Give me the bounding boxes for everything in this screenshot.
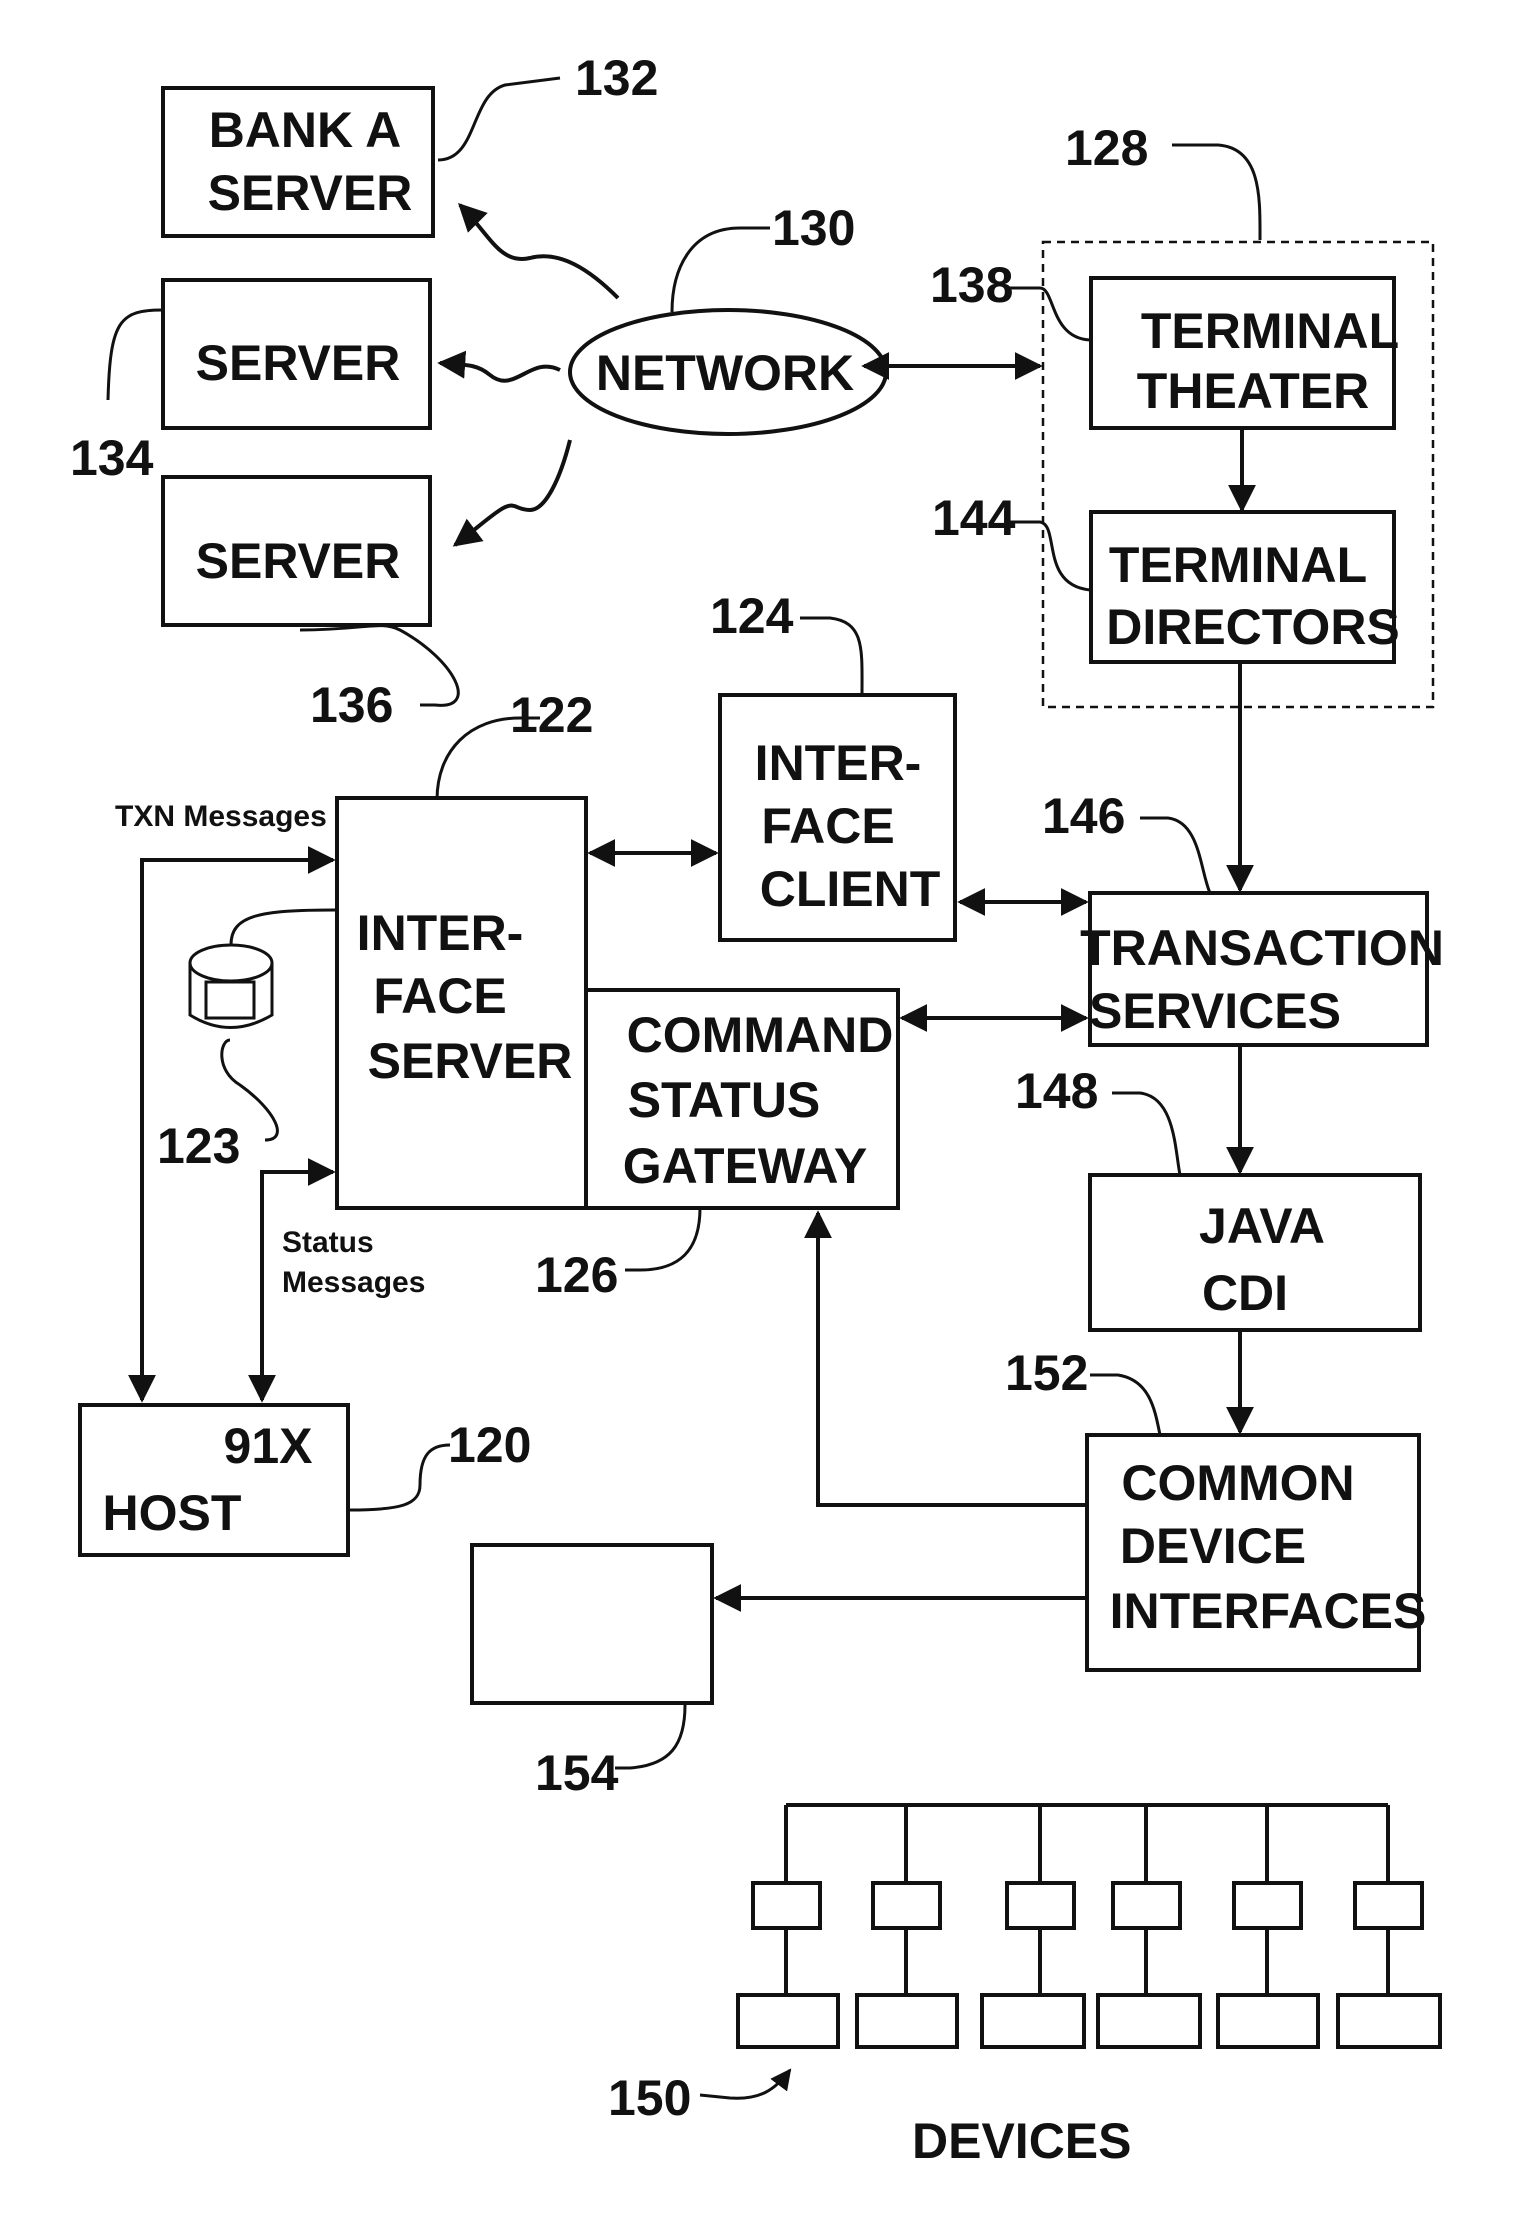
ref-134: 134 — [70, 430, 154, 486]
csg-line1: COMMAND — [627, 1007, 894, 1063]
cdi-line3: INTERFACES — [1110, 1583, 1427, 1639]
server-134-label: SERVER — [196, 335, 401, 391]
terminal-directors-line2: DIRECTORS — [1106, 599, 1400, 655]
bank-a-server-box: BANK A SERVER — [163, 88, 433, 236]
network-ellipse: NETWORK — [570, 310, 886, 434]
java-cdi-line2: CDI — [1202, 1265, 1288, 1321]
ref-154: 154 — [535, 1745, 619, 1801]
terminal-theater-box: TERMINAL THEATER — [1091, 278, 1399, 428]
ref-146: 146 — [1042, 788, 1125, 844]
interface-client-line3: CLIENT — [760, 861, 941, 917]
device-4 — [1098, 1995, 1200, 2047]
devices-group — [738, 1805, 1440, 2047]
common-device-interfaces-box: COMMON DEVICE INTERFACES — [1087, 1435, 1426, 1670]
device-node-1 — [753, 1883, 820, 1928]
device-6 — [1338, 1995, 1440, 2047]
device-2 — [857, 1995, 957, 2047]
server-134-box: SERVER — [163, 280, 430, 428]
ref-132: 132 — [575, 50, 658, 106]
terminal-directors-line1: TERMINAL — [1109, 537, 1367, 593]
ref-152: 152 — [1005, 1345, 1088, 1401]
bank-a-server-line1: BANK A — [209, 102, 402, 158]
device-node-4 — [1113, 1883, 1180, 1928]
device-node-2 — [873, 1883, 940, 1928]
terminal-directors-box: TERMINAL DIRECTORS — [1091, 512, 1400, 662]
java-cdi-line1: JAVA — [1199, 1198, 1325, 1254]
host-box: 91X HOST — [80, 1405, 348, 1555]
network-label: NETWORK — [596, 345, 854, 401]
database-connector — [231, 910, 335, 945]
ref-120: 120 — [448, 1417, 531, 1473]
terminal-theater-line2: THEATER — [1137, 363, 1369, 419]
ref-126: 126 — [535, 1247, 618, 1303]
display-box-154 — [472, 1545, 712, 1703]
ref-122: 122 — [510, 687, 593, 743]
command-status-gateway-box: COMMAND STATUS GATEWAY — [586, 990, 898, 1208]
cdi-line2: DEVICE — [1120, 1518, 1306, 1574]
ref-123: 123 — [157, 1118, 240, 1174]
messages-label: Messages — [282, 1266, 425, 1299]
terminal-theater-line1: TERMINAL — [1141, 303, 1399, 359]
csg-line2: STATUS — [628, 1072, 821, 1128]
ref-124: 124 — [710, 588, 794, 644]
transaction-services-box: TRANSACTION SERVICES — [1080, 893, 1444, 1045]
interface-client-line2: FACE — [761, 798, 894, 854]
device-node-6 — [1355, 1883, 1422, 1928]
ref-144: 144 — [932, 490, 1016, 546]
database-icon — [190, 945, 272, 1028]
transaction-services-line1: TRANSACTION — [1080, 920, 1444, 976]
ref-150: 150 — [608, 2070, 691, 2126]
transaction-services-line2: SERVICES — [1089, 983, 1341, 1039]
device-3 — [982, 1995, 1084, 2047]
ref-136: 136 — [310, 677, 393, 733]
bank-a-server-line2: SERVER — [208, 165, 413, 221]
ref-138: 138 — [930, 257, 1013, 313]
device-node-5 — [1234, 1883, 1301, 1928]
interface-client-box: INTER- FACE CLIENT — [720, 695, 955, 940]
server-136-box: SERVER — [163, 477, 430, 625]
server-136-label: SERVER — [196, 533, 401, 589]
network-to-server-134-arrow — [440, 363, 560, 381]
ref-148: 148 — [1015, 1063, 1098, 1119]
device-5 — [1218, 1995, 1318, 2047]
ref-130: 130 — [772, 200, 855, 256]
interface-server-line1: INTER- — [357, 905, 524, 961]
interface-server-line3: SERVER — [368, 1033, 573, 1089]
txn-messages-label: TXN Messages — [115, 800, 327, 833]
host-line1: 91X — [224, 1418, 313, 1474]
java-cdi-box: JAVA CDI — [1090, 1175, 1420, 1330]
devices-label: DEVICES — [912, 2113, 1132, 2169]
network-to-server-136-arrow — [455, 440, 570, 545]
network-to-bank-a-arrow — [460, 205, 618, 298]
device-node-3 — [1007, 1883, 1074, 1928]
interface-server-line2: FACE — [373, 968, 506, 1024]
host-line2: HOST — [103, 1485, 242, 1541]
status-label: Status — [282, 1226, 374, 1259]
csg-line3: GATEWAY — [623, 1138, 867, 1194]
device-1 — [738, 1995, 838, 2047]
interface-server-box: INTER- FACE SERVER — [337, 798, 586, 1208]
ref-128: 128 — [1065, 120, 1148, 176]
interface-client-line1: INTER- — [755, 735, 922, 791]
cdi-line1: COMMON — [1121, 1455, 1354, 1511]
